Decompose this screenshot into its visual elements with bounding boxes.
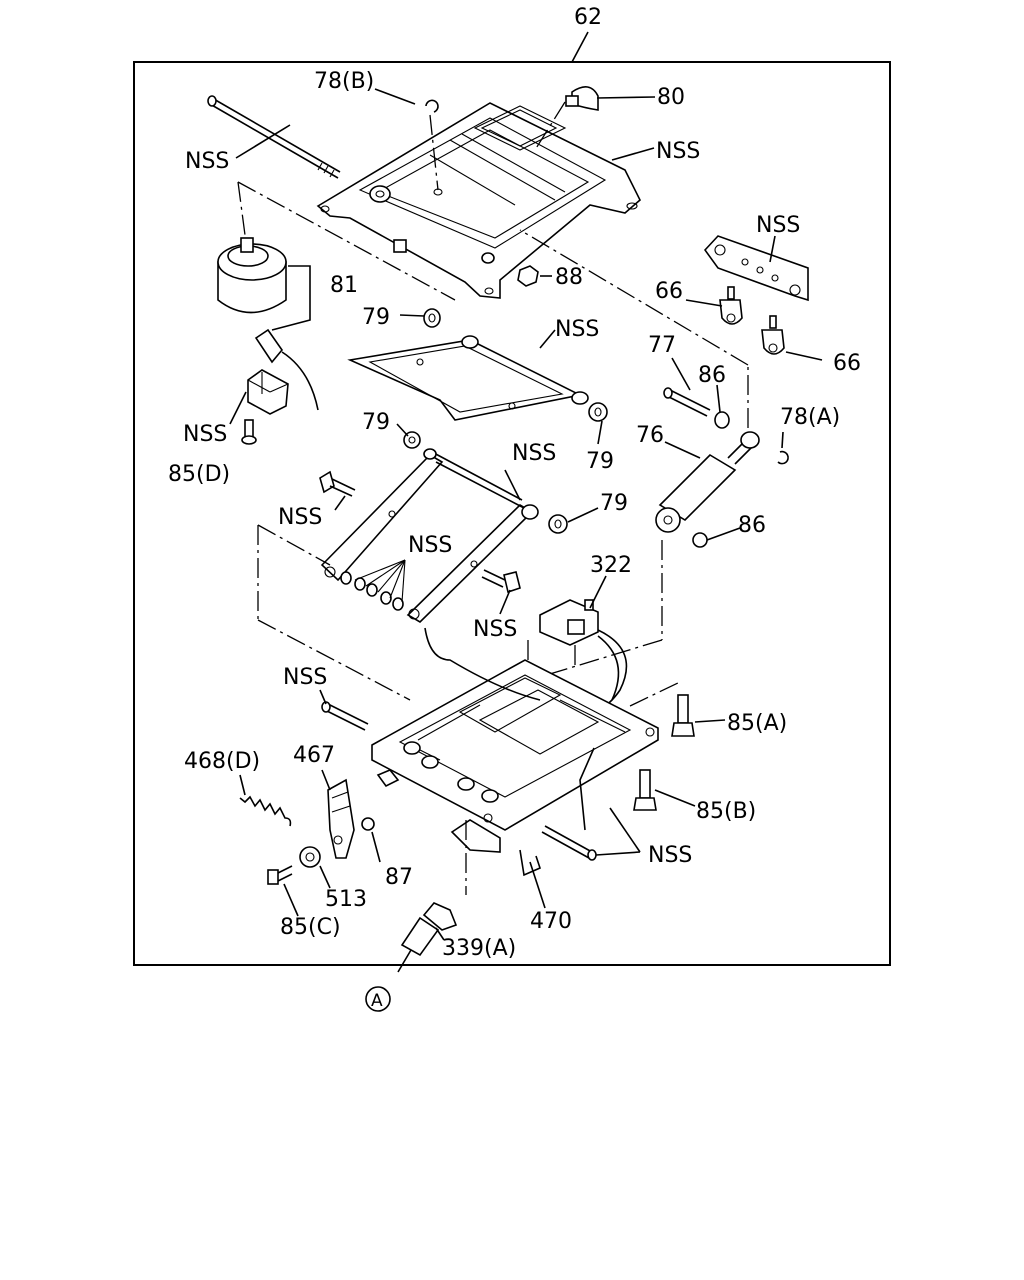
reference-a-circle (365, 986, 391, 1012)
washer-79a-part (423, 308, 441, 328)
top-frame-part (316, 102, 641, 299)
callout-87: 87 (385, 865, 413, 890)
callout-79d: 79 (600, 491, 628, 516)
callout-88: 88 (555, 265, 583, 290)
callout-85a: 85(A) (727, 711, 787, 736)
pin-lower-part (321, 701, 369, 731)
callout-79c: 79 (362, 410, 390, 435)
lower-frame-part (371, 659, 659, 853)
callout-nss-clip-box: NSS (183, 422, 227, 447)
washer-87-part (361, 817, 375, 831)
stud-66a-part (719, 286, 743, 325)
bushing-86a-part (714, 411, 730, 429)
bolt-85a-part (671, 694, 695, 737)
cap-80-part (565, 86, 599, 111)
assembly-number-label: 62 (574, 5, 602, 30)
callout-86b: 86 (738, 513, 766, 538)
bolt-left-part (319, 470, 356, 497)
e-clip-78a-part (777, 450, 789, 465)
callout-513: 513 (325, 887, 367, 912)
diagram-frame (133, 61, 891, 966)
pin-bottom-right-part (541, 825, 597, 861)
screw-85d-part (241, 419, 257, 445)
assembly-leader (571, 31, 589, 63)
callout-nss-bolt-mid: NSS (473, 617, 517, 642)
washer-79d-part (548, 514, 568, 534)
bushing-86b-part (692, 532, 708, 548)
nut-88-part (517, 265, 539, 287)
scissor-arms-part (320, 448, 539, 623)
e-clip-78b-part (425, 99, 439, 113)
switch-322-part (539, 599, 628, 721)
callout-322: 322 (590, 553, 632, 578)
clip-box-part (247, 369, 289, 415)
callout-81: 81 (330, 273, 358, 298)
callout-nss-scissor: NSS (512, 441, 556, 466)
callout-77: 77 (648, 333, 676, 358)
washer-79b-part (588, 402, 608, 422)
callout-86a: 86 (698, 363, 726, 388)
bracket-right-part (703, 235, 809, 302)
bolt-85b-part (633, 769, 657, 811)
bolt-mid-part (481, 569, 521, 594)
callout-66b: 66 (833, 351, 861, 376)
callout-nss-washers: NSS (408, 533, 452, 558)
pin-77-part (663, 387, 711, 417)
clip-470-part (519, 849, 541, 877)
washers-set-part (340, 559, 406, 611)
bushing-513-part (299, 846, 321, 868)
callout-467: 467 (293, 743, 335, 768)
callout-nss-top-frame: NSS (656, 139, 700, 164)
long-rod-part (207, 95, 341, 179)
callout-339a: 339(A) (442, 936, 516, 961)
callout-85b: 85(B) (696, 799, 756, 824)
callout-470: 470 (530, 909, 572, 934)
spring-468d-part (239, 795, 292, 827)
stud-66b-part (761, 315, 785, 355)
callout-nss-pin-lower: NSS (283, 665, 327, 690)
callout-nss-bolt-left: NSS (278, 505, 322, 530)
callout-85c: 85(C) (280, 915, 341, 940)
callout-nss-bracket: NSS (756, 213, 800, 238)
fitting-339a-part (397, 902, 458, 973)
callout-468d: 468(D) (184, 749, 260, 774)
bolt-85c-part (267, 865, 293, 885)
lever-467-part (327, 778, 355, 859)
callout-79a: 79 (362, 305, 390, 330)
callout-nss-bottom-right: NSS (648, 843, 692, 868)
reference-a-label: A (371, 991, 383, 1011)
air-spring-81-part (217, 237, 319, 411)
seat-plate-part (347, 335, 589, 421)
shock-absorber-76-part (655, 431, 760, 533)
callout-79b: 79 (586, 449, 614, 474)
callout-85d: 85(D) (168, 462, 230, 487)
callout-76: 76 (636, 423, 664, 448)
callout-78b: 78(B) (314, 69, 374, 94)
callout-66a: 66 (655, 279, 683, 304)
callout-nss-rod: NSS (185, 149, 229, 174)
callout-nss-seat-plate: NSS (555, 317, 599, 342)
callout-78a: 78(A) (780, 405, 840, 430)
callout-80: 80 (657, 85, 685, 110)
